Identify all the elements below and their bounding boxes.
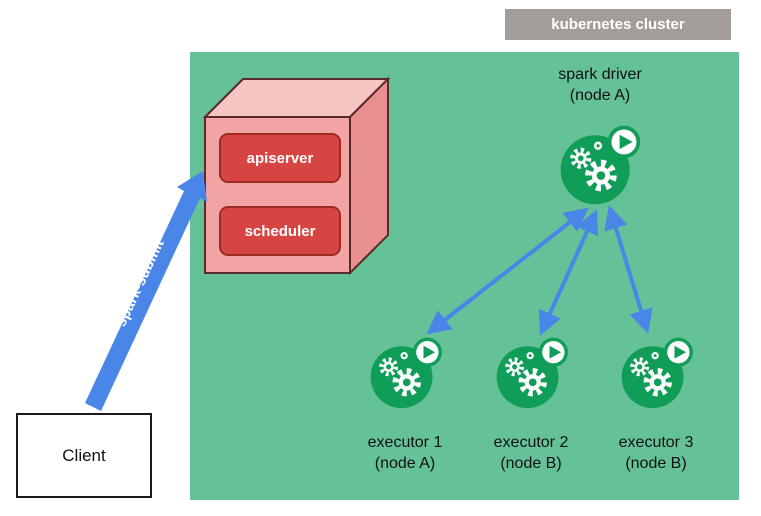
spark-driver-node: (node A) [569,87,631,104]
executor-3-icon [613,329,699,415]
gear-dot [526,352,534,360]
spark-submit-label: spark-submit [112,236,168,330]
kubernetes-cluster-label: kubernetes cluster [505,9,731,40]
executor-3-name: executor 3 [618,434,694,451]
gear-dot [651,352,659,360]
scheduler-box: scheduler [219,206,341,256]
play-icon [611,129,637,155]
executor-1-node: (node A) [374,455,436,472]
spark-driver-name: spark driver [558,66,642,83]
play-icon [542,341,565,364]
spark-app-icon [621,337,693,409]
client-box: Client [16,413,152,498]
apiserver-box: apiserver [219,133,341,183]
spark-app-icon [496,337,568,409]
spark-driver-icon [551,116,647,212]
spark-submit-arrow [85,171,207,411]
executor-3-label: executor 3 (node B) [586,432,726,474]
gear-dot [400,352,408,360]
spark-driver-label: spark driver (node A) [520,64,680,106]
executor-1-label: executor 1 (node A) [335,432,475,474]
executor-2-node: (node B) [500,455,562,472]
executor-3-node: (node B) [625,455,687,472]
play-icon [667,341,690,364]
play-icon [416,341,439,364]
gear-dot [593,141,603,150]
executor-2-label: executor 2 (node B) [461,432,601,474]
executor-1-name: executor 1 [367,434,443,451]
spark-app-icon [560,125,641,205]
executor-2-name: executor 2 [493,434,569,451]
spark-app-icon [370,337,442,409]
executor-2-icon [488,329,574,415]
executor-1-icon [362,329,448,415]
